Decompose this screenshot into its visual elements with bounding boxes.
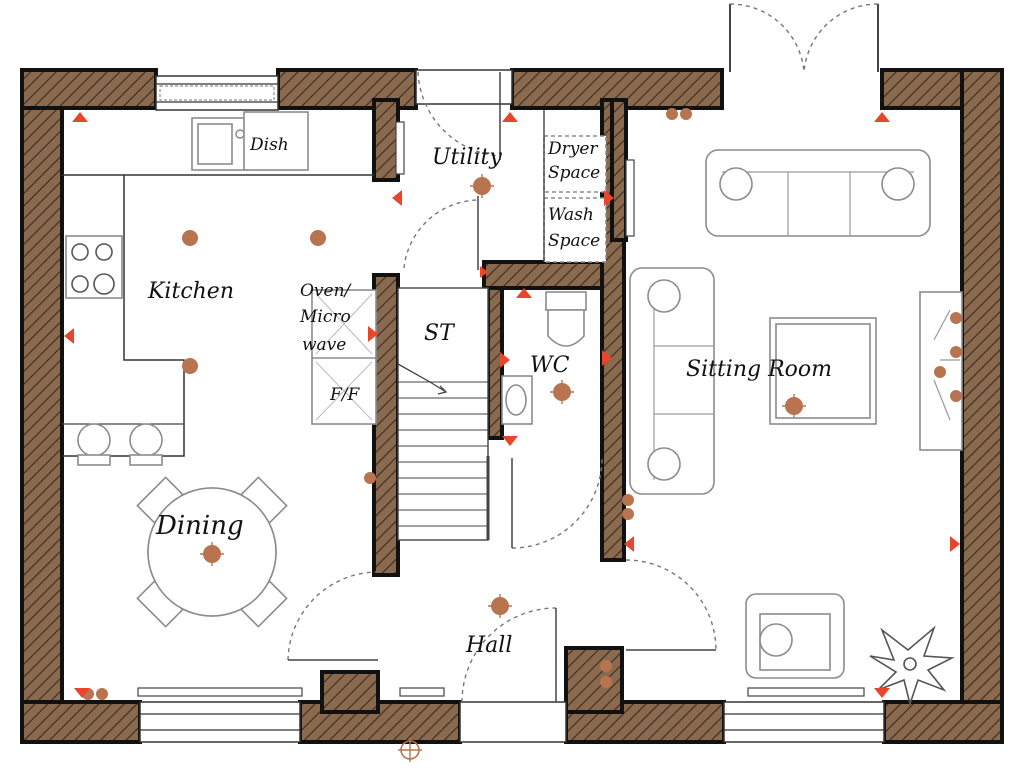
room-label-hall: Hall <box>465 633 512 658</box>
toilet-icon <box>545 291 587 347</box>
room-label-oven-2: Micro <box>299 307 351 327</box>
room-label-dryer-1: Dryer <box>547 139 598 159</box>
room-label-sitting-room: Sitting Room <box>686 357 832 382</box>
room-label-oven-3: wave <box>302 335 346 355</box>
inner-walls <box>372 98 628 577</box>
window-icon <box>155 75 279 111</box>
room-label-utility: Utility <box>432 145 502 170</box>
outer-walls <box>20 68 1004 744</box>
room-label-dryer-2: Space <box>548 163 600 183</box>
appliance-space <box>543 110 607 263</box>
sofa-icon <box>629 267 715 495</box>
kitchen-units <box>62 174 374 457</box>
room-label-dining: Dining <box>155 511 244 541</box>
window-icon <box>137 687 303 743</box>
sensor-marker-icon <box>64 112 960 698</box>
ceiling-light-icon <box>82 108 962 762</box>
sofa-icon <box>705 149 931 237</box>
room-label-wc: WC <box>530 353 570 378</box>
room-label-oven-1: Oven/ <box>300 281 353 301</box>
room-label-wash-2: Space <box>548 231 600 251</box>
room-label-dish: Dish <box>249 135 289 155</box>
bar-stool <box>77 423 163 466</box>
stairs-icon <box>397 287 490 541</box>
oven-unit <box>311 289 377 425</box>
room-label-kitchen: Kitchen <box>147 279 234 304</box>
hob-icon <box>65 235 123 299</box>
room-label-wash-1: Wash <box>548 205 594 225</box>
room-label-fridge-freezer: F/F <box>329 385 361 405</box>
basin <box>501 375 533 425</box>
window-icon <box>459 701 567 743</box>
window-icon <box>723 687 885 743</box>
dishwasher <box>243 111 309 171</box>
door-swing-icon <box>287 3 879 703</box>
armchair-icon <box>745 593 845 679</box>
sink-icon <box>191 117 249 171</box>
window-icon <box>415 69 513 105</box>
plant-icon <box>869 625 955 707</box>
room-label-store: ST <box>424 321 456 346</box>
